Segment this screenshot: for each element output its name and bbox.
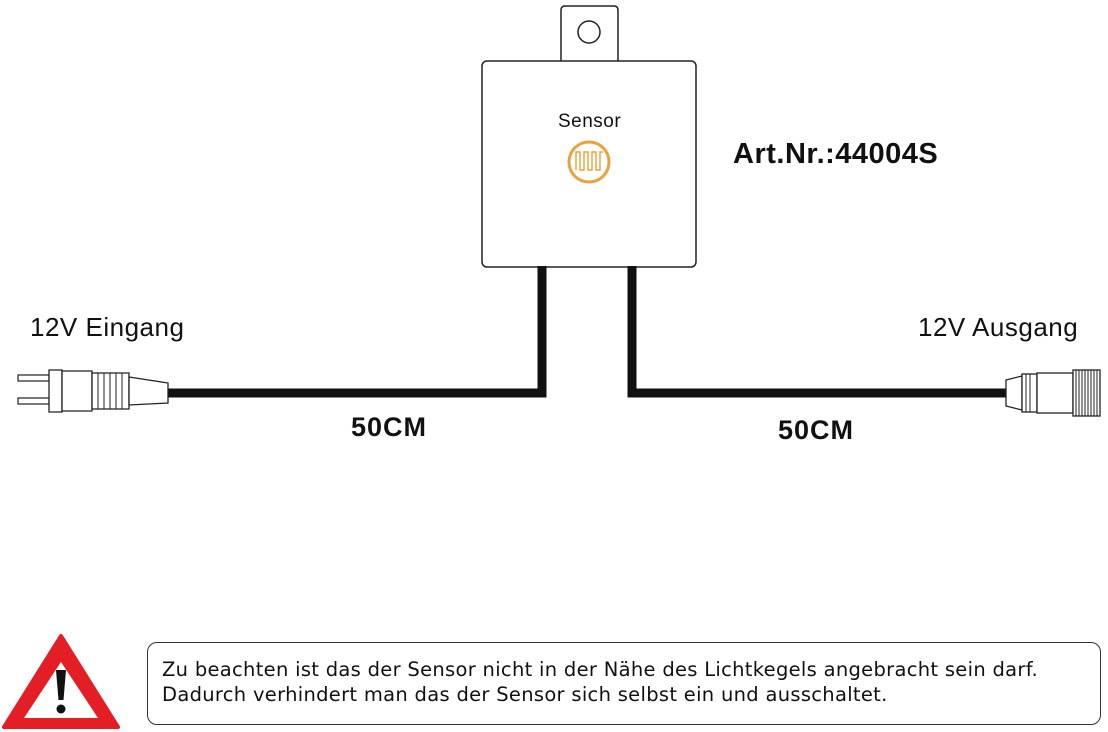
notice-line-1: Zu beachten ist das der Sensor nicht in … <box>162 658 1038 681</box>
cable-right <box>627 266 1008 398</box>
warning-triangle-icon <box>2 634 120 729</box>
right-cable-length: 50CM <box>778 415 855 445</box>
input-label: 12V Eingang <box>30 312 185 342</box>
sensor-element-icon <box>567 140 611 184</box>
cable-left <box>168 266 547 398</box>
mounting-tab <box>560 5 619 64</box>
sensor-label: Sensor <box>558 111 622 132</box>
notice-box: Zu beachten ist das der Sensor nicht in … <box>147 642 1101 725</box>
article-number: Art.Nr.:44004S <box>733 138 939 170</box>
output-label: 12V Ausgang <box>918 312 1079 342</box>
mounting-hole <box>577 20 601 44</box>
output-socket-icon <box>1005 369 1101 417</box>
left-cable-length: 50CM <box>351 412 428 442</box>
notice-line-2: Dadurch verhindert man das der Sensor si… <box>162 683 888 706</box>
input-plug-icon <box>17 369 169 413</box>
